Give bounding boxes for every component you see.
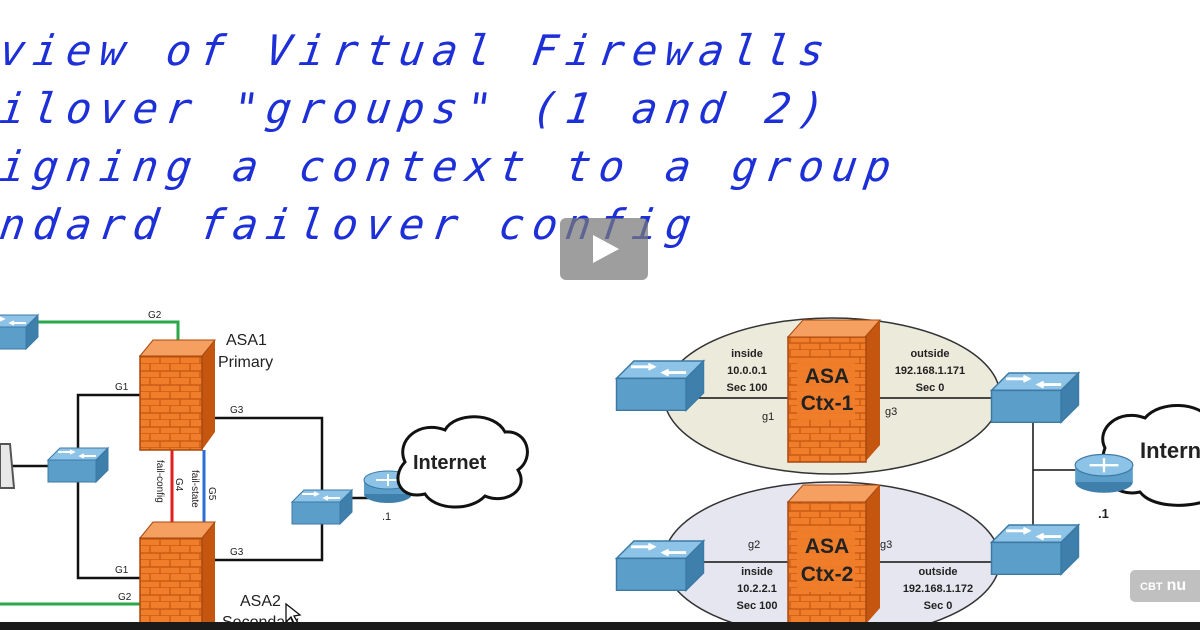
asa2-name: ASA2: [240, 593, 281, 610]
link-label-g1-bottom: G1: [115, 565, 129, 576]
link-label-g5: G5: [206, 487, 217, 501]
ctx1-outside-label: outside: [910, 348, 949, 360]
switch-icon: [990, 523, 1080, 576]
play-icon: [593, 235, 619, 263]
watermark-text: nu: [1166, 577, 1187, 594]
link-label-g1-top: G1: [115, 382, 129, 393]
asa1-role: Primary: [218, 354, 273, 371]
ctx1-inside-sec: Sec 100: [727, 382, 768, 394]
firewall-icon: [138, 521, 217, 629]
ctx1-asa-label: ASA: [805, 365, 849, 388]
router-address-right: .1: [1098, 506, 1109, 521]
ctx2-inside-ip: 10.2.2.1: [737, 583, 777, 595]
cloud-icon: [396, 415, 529, 509]
switch-icon: [615, 359, 705, 412]
switch-icon: [0, 314, 39, 350]
switch-icon: [615, 539, 705, 592]
firewall-icon: [138, 339, 217, 451]
ctx2-name: Ctx-2: [801, 563, 854, 586]
link-label-g3-top: G3: [230, 405, 244, 416]
laptop-icon: [0, 443, 16, 489]
ctx2-inside-sec: Sec 100: [737, 600, 778, 612]
link-g1-top: [76, 393, 145, 460]
ctx2-outside-label: outside: [918, 566, 957, 578]
link-g3-bottom: [205, 520, 324, 562]
link-label-g2-bottom: G2: [118, 592, 132, 603]
switch-icon: [990, 371, 1080, 424]
link-label-g2-top: G2: [148, 310, 162, 321]
watermark-small: CBT: [1140, 581, 1163, 593]
ctx2-inside-label: inside: [741, 566, 773, 578]
ctx1-name: Ctx-1: [801, 392, 854, 415]
router-icon: [1073, 453, 1135, 494]
ctx2-outside-sec: Sec 0: [924, 600, 953, 612]
fail-config-label: fail-config: [154, 460, 165, 503]
link-g1-bottom: [76, 470, 145, 580]
fail-state-label: fail-state: [189, 470, 200, 508]
ctx1-inside-ip: 10.0.0.1: [727, 365, 767, 377]
ctx1-outside-ip: 192.168.1.171: [895, 365, 965, 377]
internet-label: Internet: [413, 452, 487, 474]
link-label-g4: G4: [173, 478, 184, 492]
player-bottom-bar: [0, 622, 1200, 630]
firewall-icon: [786, 319, 882, 463]
ctx2-outside-ip: 192.168.1.172: [903, 583, 973, 595]
link-g3-top: [205, 416, 324, 505]
ctx2-outside-if: g3: [880, 539, 892, 551]
ctx1-inside-label: inside: [731, 348, 763, 360]
link-g2-top: [0, 320, 180, 340]
ctx1-inside-if: g1: [762, 411, 774, 423]
play-button[interactable]: [560, 218, 648, 280]
switch-icon: [291, 489, 353, 525]
router-address: .1: [382, 511, 391, 523]
ctx1-outside-sec: Sec 0: [916, 382, 945, 394]
ctx2-inside-if: g2: [748, 539, 760, 551]
firewall-icon: [786, 484, 882, 626]
ctx2-asa-label: ASA: [805, 535, 849, 558]
switch-icon: [47, 447, 109, 483]
asa1-name: ASA1: [226, 332, 267, 349]
internet-label-right: Intern: [1140, 438, 1200, 463]
ctx1-outside-if: g3: [885, 406, 897, 418]
link-label-g3-bottom: G3: [230, 547, 244, 558]
